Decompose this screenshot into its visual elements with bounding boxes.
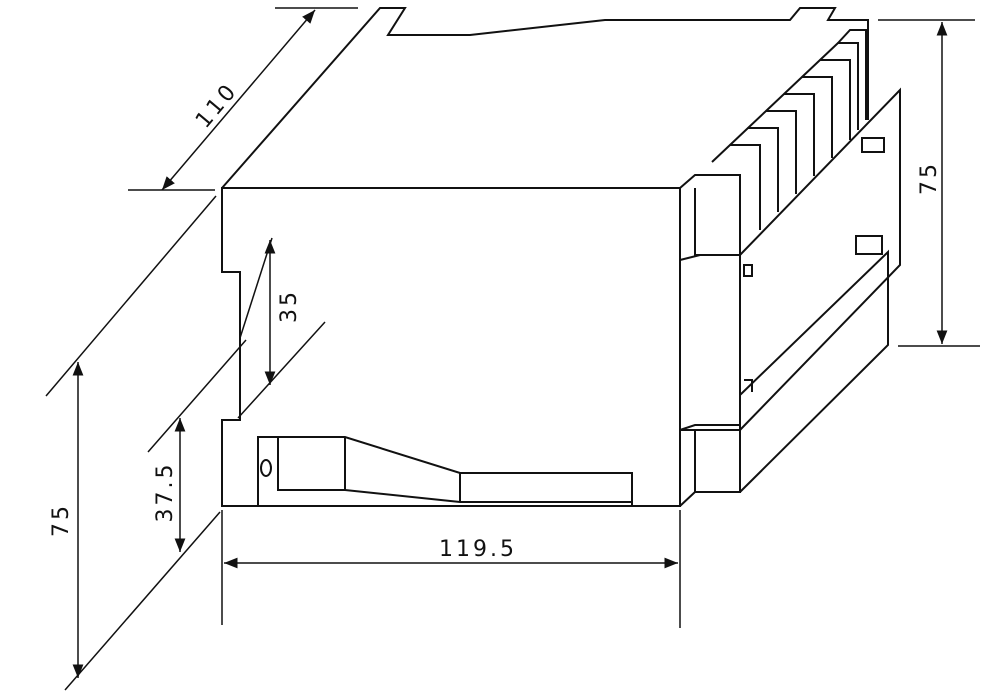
dim-rail-offset: 37.5	[147, 339, 247, 552]
dim-height-right: 75	[878, 19, 980, 347]
latch-bottom	[855, 235, 883, 255]
dim-width-label: 119.5	[439, 537, 517, 562]
terminal-bracket	[257, 436, 633, 506]
dim-rail-width: 35	[237, 237, 326, 419]
dim-height-right-label: 75	[917, 161, 942, 195]
mounting-hole-icon	[260, 459, 272, 477]
side-block	[679, 174, 741, 256]
dim-height-left-label: 75	[49, 503, 74, 537]
cooling-fins	[711, 29, 867, 230]
front-face	[221, 187, 681, 507]
top-face	[221, 7, 869, 189]
latch-top	[861, 137, 885, 153]
dim-height-left: 75	[45, 195, 221, 691]
device-outline	[221, 7, 901, 507]
side-panel	[739, 87, 901, 431]
dim-rail-width-label: 35	[277, 289, 302, 323]
dim-width: 119.5	[221, 510, 681, 628]
dim-rail-offset-label: 37.5	[153, 462, 178, 523]
dim-depth-label: 110	[191, 78, 243, 133]
